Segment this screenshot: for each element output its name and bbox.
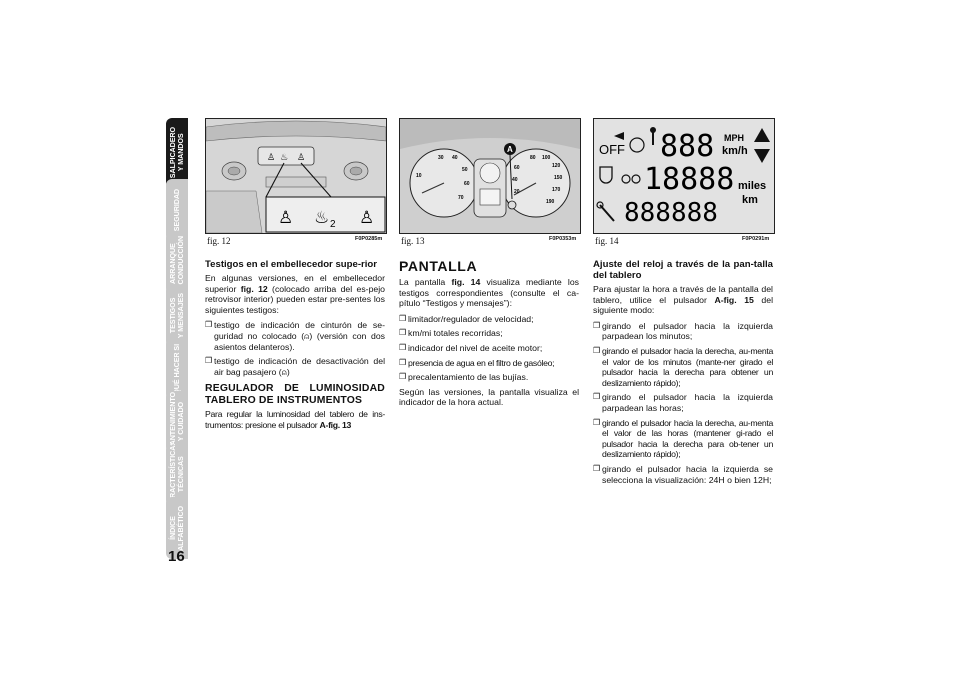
gauge-right-tick: 40 [512, 177, 518, 183]
list-item: ❒girando el pulsador hacia la izquierda … [593, 392, 773, 413]
list-item: ❒limitador/regulador de velocidad; [399, 313, 534, 324]
gauge-right-tick: 190 [546, 199, 555, 205]
tab-salpicadero[interactable]: SALPICADERO Y MANDOS [166, 118, 188, 188]
figure-14-code: F0P0291m [742, 236, 770, 242]
svg-text:♙: ♙ [359, 208, 374, 228]
figure-12-caption: fig. 12 [207, 236, 231, 246]
figure-12-image: ♙ ♨ ♙ ♙ ♨ 2 ♙ [205, 118, 387, 234]
list-item: ❒girando el pulsador hacia la derecha, a… [593, 417, 773, 460]
column-2: PANTALLA La pantalla fig. 14 visualiza m… [399, 259, 579, 413]
column-3: Ajuste del reloj a través de la pan-tall… [593, 259, 773, 489]
svg-text:♙: ♙ [267, 153, 275, 163]
gauge-right-tick: 170 [552, 187, 561, 193]
svg-text:♙: ♙ [278, 208, 293, 228]
tab-seguridad[interactable]: SEGURIDAD [166, 179, 188, 241]
list-item: ❒testigo de indicación de cinturón de se… [205, 320, 385, 352]
bottom-digits: 888888 [624, 198, 718, 228]
figure-14-caption: fig. 14 [595, 236, 619, 246]
unit-km: km [742, 194, 758, 206]
gauge-left-tick: 50 [462, 167, 468, 173]
tab-caracteristicas[interactable]: CARACTERÍSTICAS TÉCNICAS [166, 444, 188, 506]
gauge-right-tick: 80 [530, 155, 536, 161]
figure-12-code: F0P0285m [355, 236, 383, 242]
tab-testigos[interactable]: TESTIGOS Y MENSAJES [166, 285, 188, 347]
heading-ajuste-reloj: Ajuste del reloj a través de la pan-tall… [593, 259, 773, 281]
tab-que-hacer-si[interactable]: QUÉ HACER SI [166, 338, 188, 400]
svg-text:♨: ♨ [314, 208, 329, 228]
paragraph-ajuste: Para ajustar la hora a través de la pant… [593, 284, 773, 316]
unit-mph: MPH [724, 133, 744, 143]
svg-text:♙: ♙ [297, 153, 305, 163]
tab-mantenimiento[interactable]: MANTENIMIENTO Y CUIDADO [166, 391, 188, 453]
list-item: ❒precalentamiento de las bujías. [399, 372, 529, 383]
gauge-right-tick: 100 [542, 155, 551, 161]
heading-testigos: Testigos en el embellecedor supe-rior [205, 259, 378, 270]
gauge-left-tick: 70 [458, 195, 464, 201]
gauge-right-tick: 120 [552, 163, 561, 169]
list-item: ❒girando el pulsador hacia la derecha, a… [593, 345, 773, 388]
svg-text:2: 2 [330, 219, 336, 230]
list-item: ❒indicador del nivel de aceite motor; [399, 342, 543, 353]
column-1: Testigos en el embellecedor supe-rior En… [205, 259, 385, 436]
gauge-right-tick: 20 [514, 189, 520, 195]
svg-text:♨: ♨ [280, 153, 288, 163]
paragraph-pantalla-outro: Según las versiones, la pantalla visuali… [399, 386, 579, 408]
off-label: OFF [599, 142, 625, 157]
unit-kmh: km/h [722, 145, 748, 157]
gauge-right-tick: 60 [514, 165, 520, 171]
paragraph-testigos: En algunas versiones, en el embellecedor… [205, 273, 385, 315]
list-item: ❒presencia de agua en el filtro de gasól… [399, 357, 555, 368]
figure-14-image: OFF 888 MPH km/h 18888 888888 miles km [593, 118, 775, 234]
list-item: ❒girando el pulsador hacia la izquierda … [593, 320, 773, 342]
heading-regulador: REGULADOR DE LUMINOSIDAD TABLERO DE INST… [205, 383, 385, 407]
tab-arranque[interactable]: ARRANQUE Y CONDUCCIÓN [166, 232, 188, 294]
marker-a: A [507, 145, 513, 154]
list-item: ❒testigo de indicación de desactivación … [205, 356, 385, 377]
figure-13-caption: fig. 13 [401, 236, 425, 246]
gauge-right-tick: 150 [554, 175, 563, 181]
gauge-left-tick: 60 [464, 181, 470, 187]
list-item: ❒girando el pulsador hacia la izquierda … [593, 463, 773, 485]
gauge-left-tick: 30 [438, 155, 444, 161]
gauge-left-tick: 40 [452, 155, 458, 161]
mid-digits: 18888 [644, 162, 734, 197]
unit-miles: miles [738, 180, 766, 192]
paragraph-pantalla: La pantalla fig. 14 visualiza mediante l… [399, 277, 580, 309]
page-number: 16 [168, 548, 185, 565]
figure-13-code: F0P0353m [549, 236, 577, 242]
list-item: ❒km/mi totales recorridas; [399, 328, 503, 339]
speed-digits: 888 [660, 129, 714, 164]
heading-pantalla: PANTALLA [399, 258, 478, 274]
figure-13-image: 30 40 10 50 60 70 80 100 120 60 150 40 1… [399, 118, 581, 234]
gauge-left-tick: 10 [416, 173, 422, 179]
tab-indice[interactable]: ÍNDICE ALFABÉTICO [166, 497, 188, 559]
paragraph-regulador: Para regular la luminosidad del tablero … [205, 409, 385, 430]
